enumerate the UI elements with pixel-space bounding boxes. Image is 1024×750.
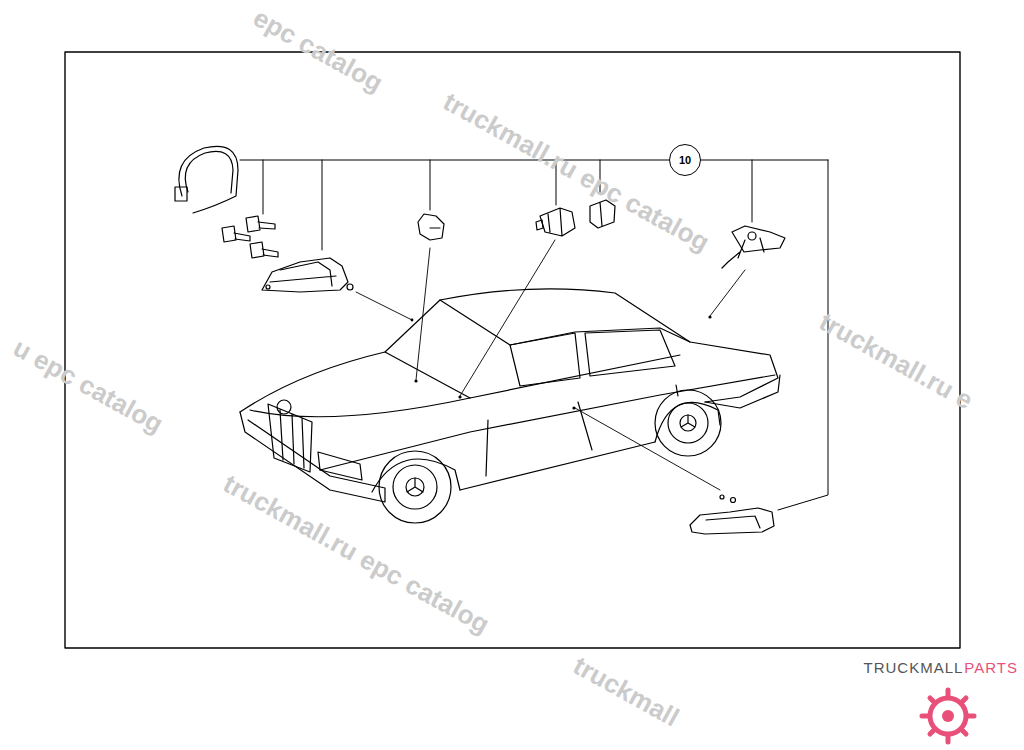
drawing-stroke	[318, 452, 362, 480]
drawing-stroke	[708, 315, 711, 318]
drawing-stroke	[379, 451, 451, 523]
drawing-stroke	[65, 52, 960, 648]
drawing-stroke	[320, 375, 775, 470]
watermark-text: truckmall.ru e	[815, 308, 977, 413]
drawing-stroke	[418, 214, 444, 240]
drawing-stroke	[185, 151, 233, 193]
drawing-stroke	[690, 508, 774, 534]
drawing-stroke	[575, 408, 720, 490]
drawing-stroke	[416, 248, 430, 380]
drawing-stroke	[277, 400, 291, 414]
drawing-stroke	[240, 289, 780, 502]
drawing-stroke	[250, 242, 278, 258]
drawing-stroke	[356, 292, 412, 320]
watermark-text: truckmall	[569, 652, 683, 731]
drawing-stroke	[458, 395, 461, 398]
drawing-stroke	[411, 315, 712, 409]
drawing-stroke	[246, 216, 275, 232]
drawing-stroke	[722, 238, 764, 268]
drawing-stroke	[322, 160, 323, 250]
drawing-stroke	[572, 406, 575, 409]
drawing-stroke	[240, 289, 778, 412]
callout-circle: 10	[669, 144, 701, 176]
drawing-stroke	[706, 516, 760, 528]
drawing-stroke	[411, 319, 414, 322]
drawing-stroke	[263, 160, 264, 214]
watermark-text: u epc catalog	[9, 334, 167, 437]
drawing-stroke	[406, 478, 424, 496]
logo-text: TRUCKMALL	[864, 660, 964, 675]
logo-text: PARTS	[964, 660, 1018, 675]
drawing-stroke	[922, 690, 974, 742]
drawing-stroke	[731, 498, 736, 503]
drawing-stroke	[266, 285, 270, 289]
drawing-stroke	[681, 415, 695, 427]
drawing-stroke	[710, 270, 745, 316]
drawing-stroke	[250, 355, 680, 417]
drawing-stroke	[540, 208, 575, 236]
callout-number: 10	[679, 155, 691, 166]
drawing-stroke	[536, 220, 543, 230]
drawing-stroke	[732, 226, 785, 252]
drawing-stroke	[585, 330, 675, 376]
drawing-stroke	[748, 232, 756, 240]
drawing-stroke	[705, 375, 780, 408]
drawing-stroke	[175, 187, 187, 201]
drawing-stroke	[668, 403, 708, 443]
drawing-stroke	[778, 160, 828, 510]
drawing-stroke	[460, 442, 655, 490]
drawing-stroke	[752, 160, 753, 222]
drawing-stroke	[393, 465, 437, 509]
drawing-stroke	[922, 690, 974, 742]
drawing-stroke	[942, 710, 954, 722]
drawing-stroke	[385, 300, 690, 398]
drawing-stroke	[179, 146, 238, 213]
drawing-stroke	[414, 379, 417, 382]
drawing-stroke	[655, 402, 720, 442]
drawing-stroke	[379, 390, 721, 523]
watermark-text: truckmall.ru epc catalog	[439, 88, 713, 256]
drawing-stroke	[262, 258, 348, 292]
drawing-stroke	[347, 284, 353, 290]
drawing-stroke	[720, 495, 724, 499]
drawing-stroke	[240, 160, 828, 510]
drawing-stroke	[356, 240, 745, 490]
drawing-stroke	[222, 226, 250, 242]
drawing-stroke	[460, 240, 555, 396]
drawing-stroke	[680, 415, 696, 431]
drawing-stroke	[240, 160, 669, 161]
drawing-stroke	[655, 390, 721, 456]
watermark-text: epc catalog	[249, 4, 387, 96]
watermark-text: truckmall.ru epc catalog	[219, 470, 493, 638]
drawing-stroke	[430, 160, 431, 210]
drawing-stroke	[486, 385, 678, 476]
drawing-stroke	[372, 459, 460, 492]
drawing-stroke	[701, 160, 828, 161]
drawing-stroke	[407, 478, 423, 492]
drawing-stroke	[270, 262, 336, 286]
